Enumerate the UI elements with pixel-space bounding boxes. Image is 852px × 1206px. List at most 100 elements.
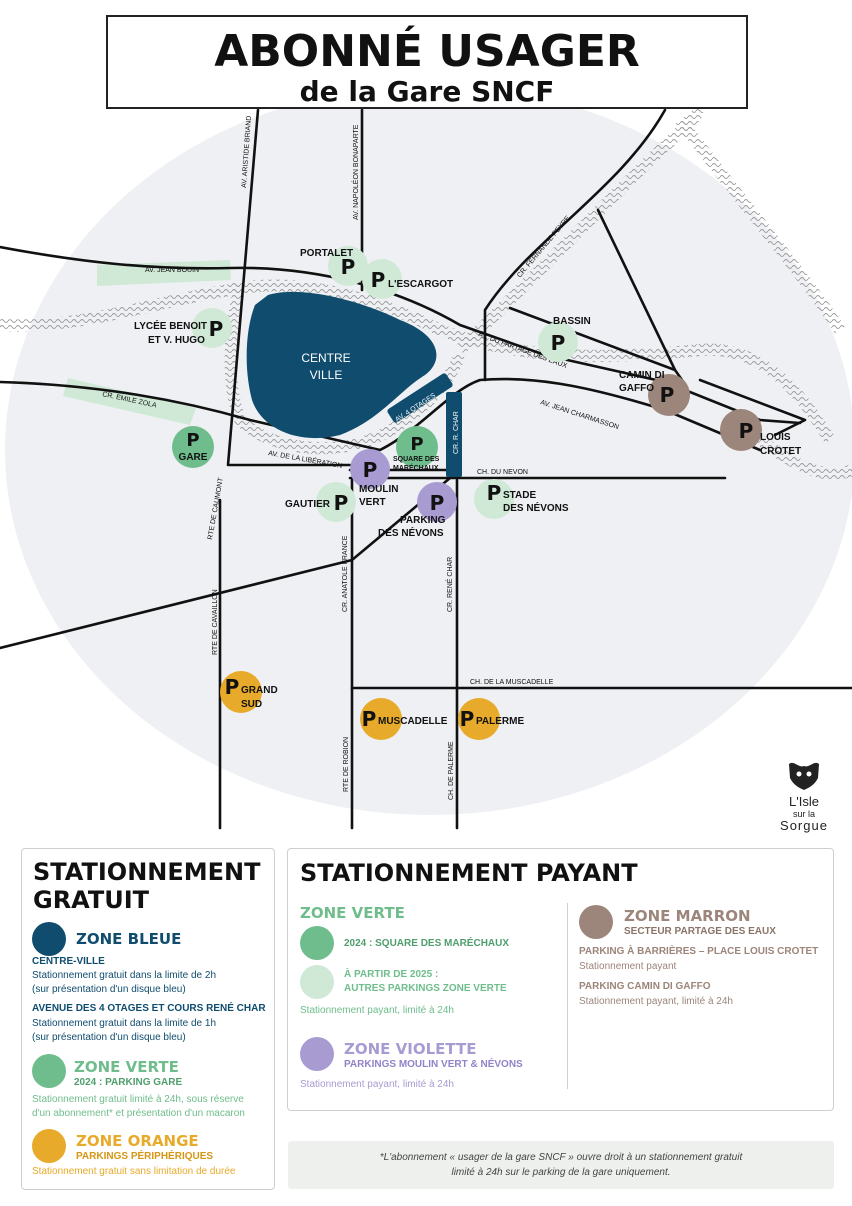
paid-brown-p1-title: PARKING À BARRIÈRES – PLACE LOUIS CROTET [579,946,819,957]
parking-escargot-marker[interactable] [362,259,402,299]
parking-palerme-marker[interactable] [458,698,500,740]
parking-stade-label-1: STADE [503,490,536,501]
paid-violet-swatch [300,1037,334,1071]
page-subtitle: de la Gare SNCF [299,75,555,108]
parking-grand-sud-label-1: GRAND [241,685,278,696]
parking-gare-label: GARE [179,452,208,463]
street-av-jean-bouin: AV. JEAN BOUIN [145,267,199,274]
parking-stade-nevons-marker[interactable] [474,479,514,519]
footnote-line-1: *L'abonnement « usager de la gare SNCF »… [379,1152,743,1163]
zone-orange-sub: PARKINGS PÉRIPHÉRIQUES [76,1151,214,1162]
paid-brown-p2-title: PARKING CAMIN DI GAFFO [579,981,711,992]
cr-r-char-zone [446,392,462,477]
footnote: *L'abonnement « usager de la gare SNCF »… [288,1141,834,1189]
av-4-otages-zone [387,373,453,423]
zone-blue-group2-line1: Stationnement gratuit dans la limite de … [32,1018,216,1029]
coat-of-arms-icon [789,762,819,790]
parking-louis-label-2: CROTET [760,446,801,457]
parking-stade-p: P [487,481,502,505]
parking-lycee-p: P [209,317,224,341]
parking-square-label-1: SQUARE DES [393,456,440,463]
parking-portalet-marker[interactable] [328,246,368,286]
parking-camin-label-1: CAMIN DI [619,370,665,381]
parking-muscadelle-marker[interactable] [360,698,402,740]
parking-nevons-label-2: DES NÉVONS [378,526,444,539]
parking-muscadelle-label: MUSCADELLE [378,716,448,727]
zone-orange-title: ZONE ORANGE [76,1132,199,1150]
parking-louis-label-1: LOUIS [760,432,791,443]
parking-gautier-marker[interactable] [316,482,356,522]
parking-louis-crotet-marker[interactable] [720,409,762,451]
zone-blue-title: ZONE BLEUE [76,930,182,948]
legend-free-parking: STATIONNEMENT GRATUIT ZONE BLEUE CENTRE-… [21,848,275,1190]
parking-bassin-p: P [551,331,566,355]
paid-green-item1: 2024 : SQUARE DES MARÉCHAUX [344,938,510,949]
page-title: ABONNÉ USAGER [214,26,640,77]
zone-blue-group1-line2: (sur présentation d'un disque bleu) [32,984,186,995]
parking-moulin-label-2: VERT [359,497,386,508]
paid-violet-sub: PARKINGS MOULIN VERT & NÉVONS [344,1059,523,1070]
parking-muscadelle-p: P [362,707,377,731]
parking-gautier-label: GAUTIER [285,499,331,510]
paid-brown-title: ZONE MARRON [624,907,751,925]
parking-gautier-p: P [334,491,349,515]
paid-green-note: Stationnement payant, limité à 24h [300,1005,454,1016]
zone-blue-group2-line2: (sur présentation d'un disque bleu) [32,1032,186,1043]
paid-divider [567,903,568,1089]
centre-ville-label-2: VILLE [310,368,343,382]
river [0,106,852,480]
paid-brown-p1-note: Stationnement payant [579,961,677,972]
zone-blue-group1-title: CENTRE-VILLE [32,956,105,967]
parking-moulin-vert-marker[interactable] [350,449,390,489]
zone-blue-group1-line1: Stationnement gratuit dans la limite de … [32,970,216,981]
parking-square-label-2: MARÉCHAUX [393,463,439,472]
paid-green-swatch-light [300,965,334,999]
paid-green-item2-line2: AUTRES PARKINGS ZONE VERTE [344,983,507,994]
paid-green-title: ZONE VERTE [300,904,405,922]
zone-orange-swatch [32,1129,66,1163]
zone-blue-group2-title: AVENUE DES 4 OTAGES ET COURS RENÉ CHAR [32,1003,266,1014]
parking-camin-label-2: GAFFO [619,383,654,394]
centre-ville-zone [246,291,437,439]
street-ch-de-palerme: CH. DE PALERME [448,741,455,800]
parking-gare-marker[interactable] [172,426,214,468]
parking-lycee-label-1: LYCÉE BENOIT [134,319,207,332]
parking-lycee-marker[interactable] [192,308,232,348]
zone-green-sub: 2024 : PARKING GARE [74,1077,183,1088]
zone-green-line2: d'un abonnement* et présentation d'un ma… [32,1108,245,1119]
street-rte-de-cavaillon: RTE DE CAVAILLON [212,589,219,655]
town-logo: L'Isle sur la Sorgue [776,760,832,833]
footnote-line-2: limité à 24h sur le parking de la gare u… [451,1167,671,1178]
parking-stade-label-2: DES NÉVONS [503,501,569,514]
street-ch-du-nevon: CH. DU NEVON [477,469,528,476]
paid-green-swatch-dark [300,926,334,960]
centre-ville-label-1: CENTRE [301,351,350,365]
paid-brown-sub: SECTEUR PARTAGE DES EAUX [624,926,776,937]
paid-violet-note: Stationnement payant, limité à 24h [300,1079,454,1090]
parking-grand-sud-marker[interactable] [220,671,262,713]
street-cr-rene-char: CR. RENÉ CHAR [445,557,454,612]
map: CENTRE VILLE AV. ARISTIDE BRIAND AV. NAP… [0,85,852,830]
parking-louis-p: P [739,419,754,443]
parking-portalet-label: PORTALET [300,248,353,259]
parking-square-marechaux-marker[interactable] [396,426,438,468]
parking-escargot-label: L'ESCARGOT [388,279,453,290]
street-ch-de-la-muscadelle: CH. DE LA MUSCADELLE [470,679,554,686]
zone-orange-line1: Stationnement gratuit sans limitation de… [32,1166,236,1177]
paid-green-item2-line1: À PARTIR DE 2025 : [344,969,439,980]
parking-camin-di-gaffo-marker[interactable] [648,374,690,416]
legend-paid-heading: STATIONNEMENT PAYANT [300,859,638,887]
legend-paid-parking: STATIONNEMENT PAYANT ZONE VERTE 2024 : S… [287,848,834,1111]
zone-green-swatch [32,1054,66,1088]
parking-gare-p: P [186,430,199,451]
paid-brown-swatch [579,905,613,939]
parking-grand-sud-p: P [225,675,240,699]
title-box: ABONNÉ USAGER de la Gare SNCF [106,15,748,109]
parking-palerme-label: PALERME [476,716,524,727]
parking-escargot-p: P [371,268,386,292]
parking-moulin-p: P [363,458,378,482]
parking-grand-sud-label-2: SUD [241,699,262,710]
street-cr-anatole-france: CR. ANATOLE FRANCE [342,535,349,612]
parking-bassin-marker[interactable] [538,322,578,362]
parking-nevons-marker[interactable] [417,482,457,522]
